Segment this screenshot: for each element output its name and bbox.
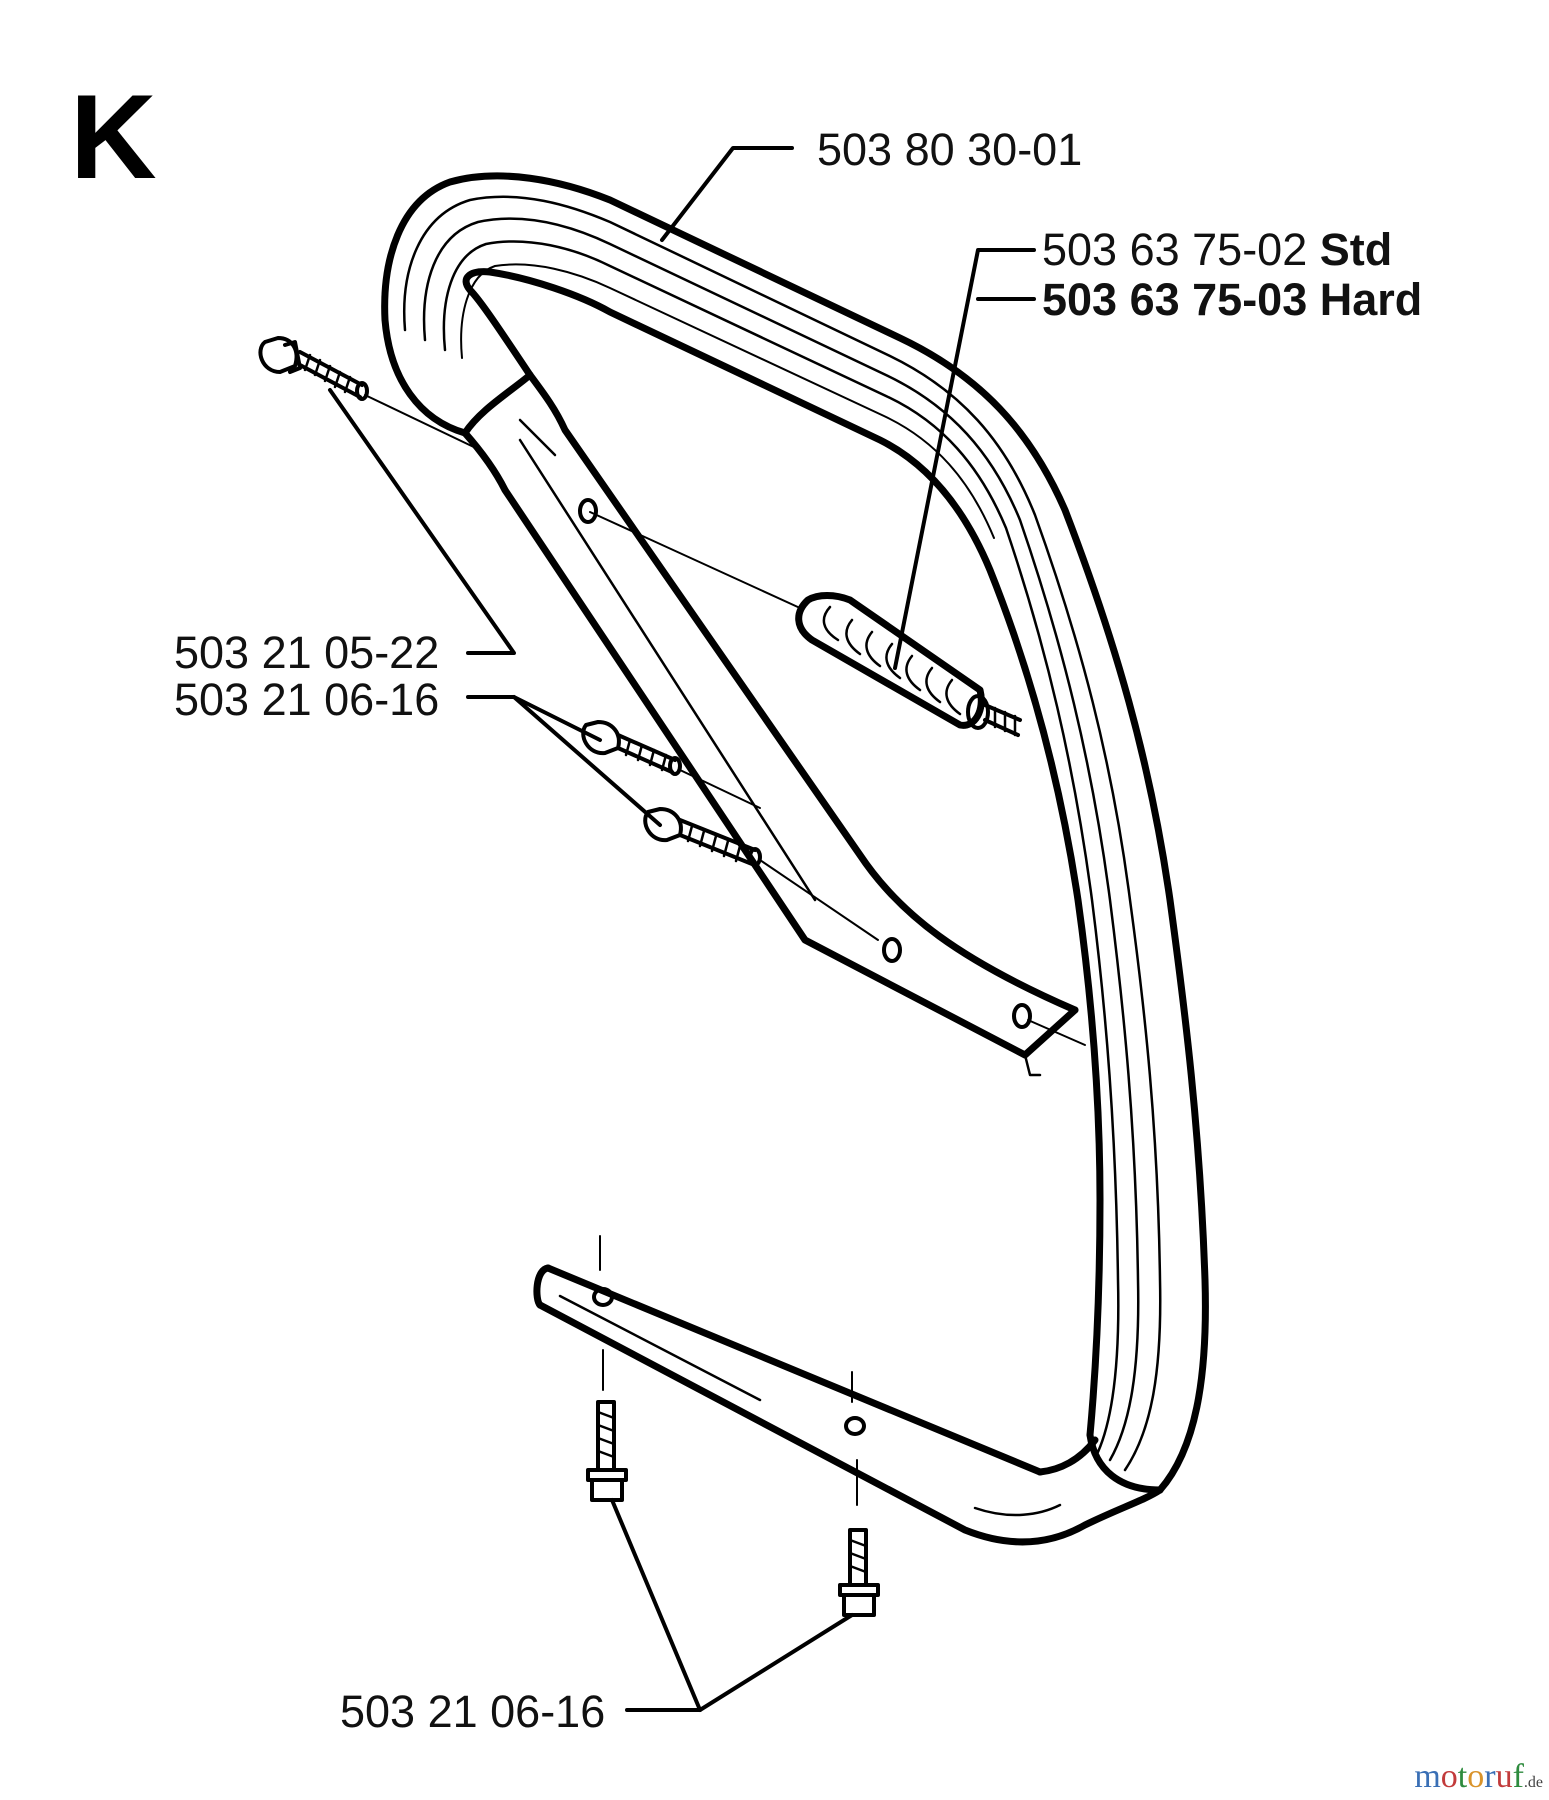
screw-bottom-right (838, 1528, 880, 1617)
label-screw-bottom: 503 21 06-16 (340, 1686, 605, 1737)
bar-hole-left (592, 1287, 614, 1307)
watermark-letter: o (1440, 1758, 1458, 1795)
watermark-text: motoruf (1414, 1758, 1524, 1796)
leader-lines (328, 146, 1036, 1712)
section-letter: K (70, 70, 157, 204)
watermark-letter: f (1512, 1758, 1524, 1795)
watermark-letter: o (1467, 1758, 1485, 1795)
strut-hole-bottom (1012, 1003, 1032, 1029)
label-antivibration-std: 503 63 75-02 Std (1042, 224, 1392, 275)
screw-upper-left (258, 336, 481, 451)
watermark-suffix: .de (1523, 1774, 1543, 1791)
watermark-letter: m (1414, 1758, 1441, 1795)
antivibration-element (589, 511, 1022, 737)
watermark-letter: t (1457, 1758, 1468, 1795)
label-antivibration-std-number: 503 63 75-02 (1042, 224, 1307, 275)
label-screw-middle: 503 21 06-16 (174, 674, 439, 725)
front-handle (381, 172, 1209, 1494)
watermark-letter: u (1495, 1758, 1513, 1795)
strut-hole-middle (882, 937, 902, 963)
label-antivibration-hard: 503 63 75-03 Hard (1042, 274, 1422, 325)
screw-middle-1 (581, 720, 761, 809)
strut-hole-top (578, 498, 598, 524)
screw-bottom-left (586, 1400, 628, 1502)
handle-strut (461, 371, 1086, 1077)
label-antivibration-std-suffix: Std (1320, 224, 1393, 275)
label-front-handle: 503 80 30-01 (817, 124, 1082, 175)
handle-bottom-bar (533, 1235, 1164, 1546)
bar-hole-right (844, 1416, 866, 1436)
label-screw-upper: 503 21 05-22 (174, 627, 439, 678)
watermark-letter: r (1484, 1758, 1496, 1795)
screw-middle-2 (643, 807, 879, 941)
watermark-logo: motoruf.de (1414, 1758, 1543, 1796)
